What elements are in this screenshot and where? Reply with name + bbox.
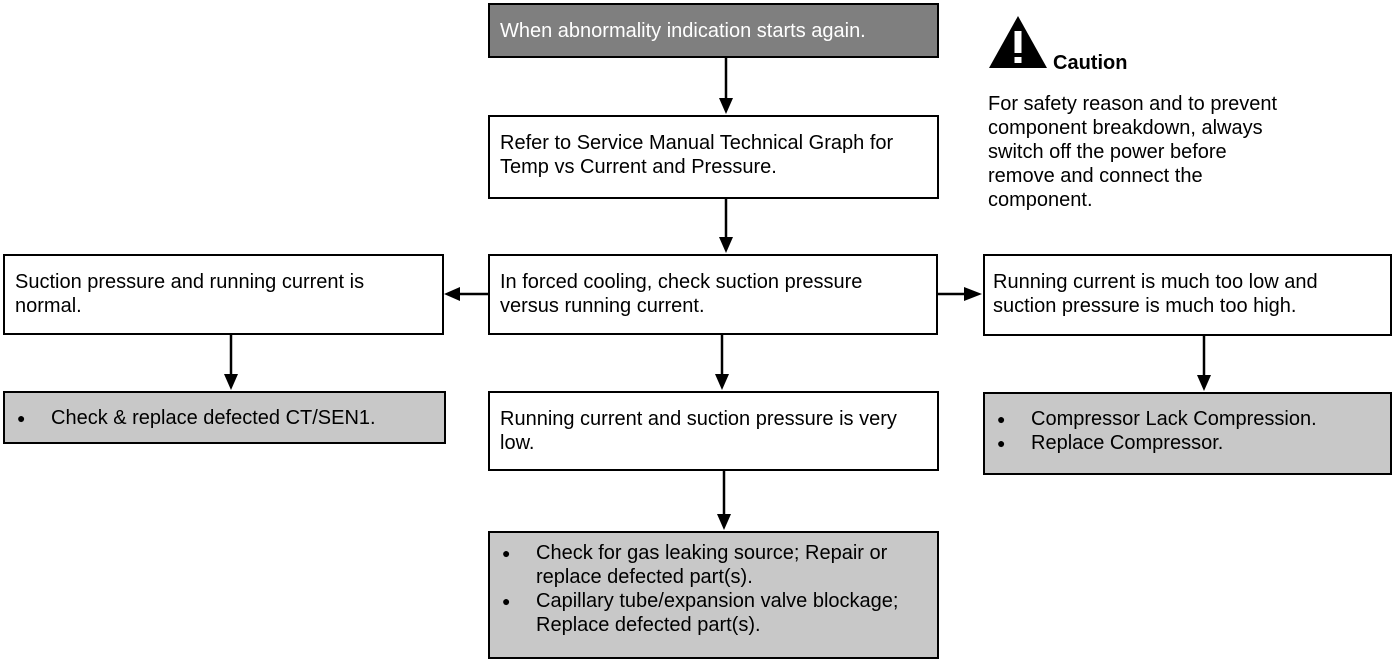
left-actions-box: Check & replace defected CT/SEN1. (3, 391, 446, 444)
right-actions-list: Compressor Lack Compression. Replace Com… (985, 394, 1390, 455)
start-text: When abnormality indication starts again… (500, 20, 866, 42)
bottom-action-label: Capillary tube/expansion valve blockage;… (536, 590, 899, 636)
check-text: In forced cooling, check suction pressur… (490, 256, 933, 318)
arrowhead-middle-to-bottom (717, 514, 731, 530)
bottom-actions-list: Check for gas leaking source; Repair or … (490, 533, 937, 637)
right-actions-box: Compressor Lack Compression. Replace Com… (983, 392, 1392, 475)
left-actions-list: Check & replace defected CT/SEN1. (5, 393, 444, 430)
refer-text: Refer to Service Manual Technical Graph … (490, 117, 933, 179)
arrowhead-left-to-actions (224, 374, 238, 390)
left-action-item: Check & replace defected CT/SEN1. (13, 406, 444, 430)
caution-heading: Caution (987, 14, 1187, 74)
check-box: In forced cooling, check suction pressur… (488, 254, 938, 335)
arrowhead-check-to-left (444, 287, 460, 301)
right-condition-box: Running current is much too low and suct… (983, 254, 1392, 336)
bottom-action-label: Check for gas leaking source; Repair or … (536, 542, 888, 588)
refer-box: Refer to Service Manual Technical Graph … (488, 115, 939, 199)
right-condition-label: Running current is much too low and suct… (993, 271, 1318, 317)
left-condition-label: Suction pressure and running current is … (15, 271, 365, 317)
start-box: When abnormality indication starts again… (488, 3, 939, 58)
warning-triangle-icon (989, 16, 1047, 68)
refer-label: Refer to Service Manual Technical Graph … (500, 132, 894, 178)
right-condition-text: Running current is much too low and suct… (985, 256, 1391, 318)
middle-condition-text: Running current and suction pressure is … (490, 393, 928, 455)
right-action-item: Compressor Lack Compression. (993, 407, 1390, 431)
check-label: In forced cooling, check suction pressur… (500, 271, 863, 317)
bottom-action-item: Check for gas leaking source; Repair or … (498, 541, 896, 589)
middle-condition-label: Running current and suction pressure is … (500, 408, 897, 454)
arrowhead-start-to-refer (719, 98, 733, 114)
bottom-action-item: Capillary tube/expansion valve blockage;… (498, 589, 906, 637)
right-action-item: Replace Compressor. (993, 431, 1390, 455)
arrowhead-check-to-right (964, 287, 982, 301)
arrowhead-refer-to-check (719, 237, 733, 253)
left-condition-box: Suction pressure and running current is … (3, 254, 444, 335)
caution-text: For safety reason and to prevent compone… (988, 92, 1288, 212)
arrowhead-check-to-middle (715, 374, 729, 390)
left-condition-text: Suction pressure and running current is … (5, 256, 433, 318)
arrowhead-right-to-actions (1197, 375, 1211, 391)
caution-title: Caution (1053, 52, 1128, 74)
middle-condition-box: Running current and suction pressure is … (488, 391, 939, 471)
caution-body: For safety reason and to prevent compone… (988, 93, 1278, 211)
bottom-actions-box: Check for gas leaking source; Repair or … (488, 531, 939, 659)
